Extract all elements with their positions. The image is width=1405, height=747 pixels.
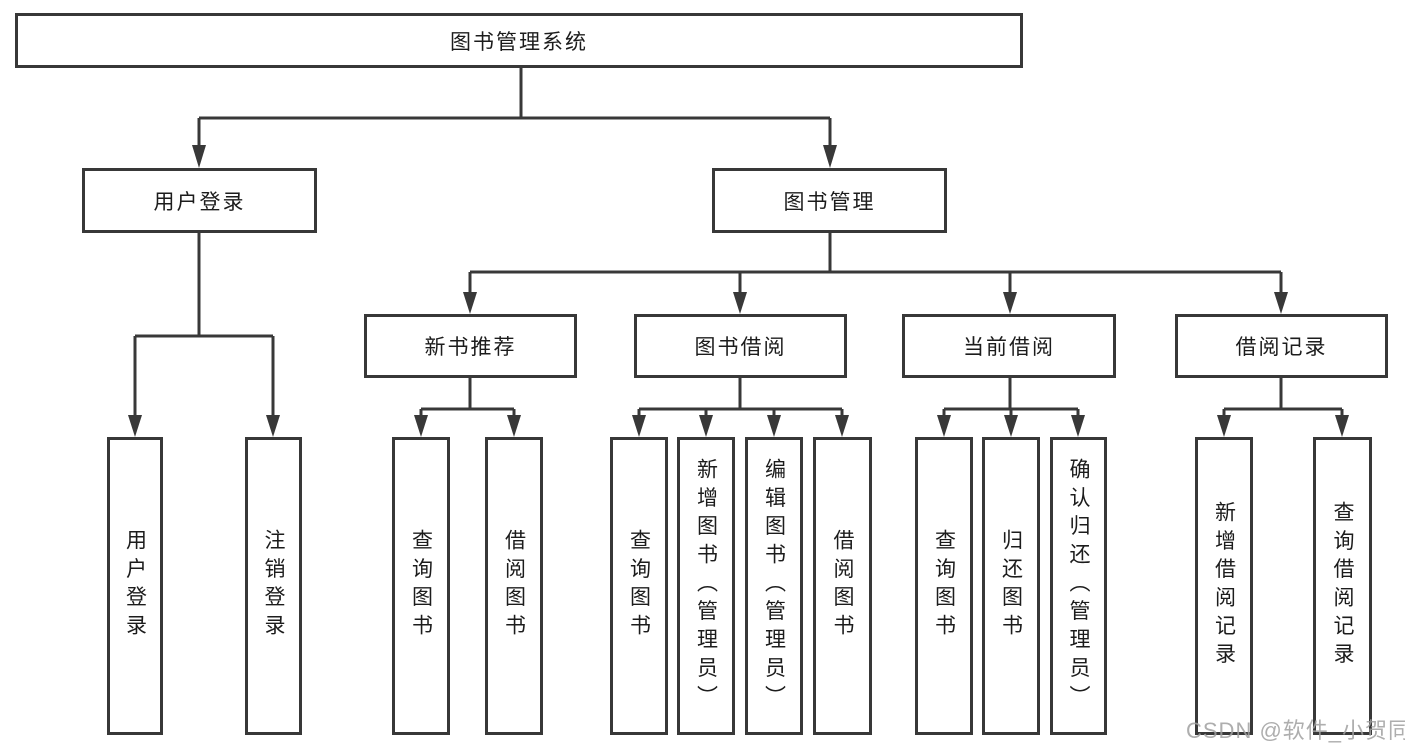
node-label: 用户登录 (153, 190, 246, 214)
node-user-login: 用户登录 (107, 437, 163, 735)
node-query-books-borrow: 查询图书 (610, 437, 668, 735)
node-label: 当前借阅 (963, 336, 1055, 359)
node-label: 新增图书（管理员） (694, 458, 718, 714)
node-confirm-return-admin: 确认归还（管理员） (1050, 437, 1107, 735)
node-label: 借阅记录 (1235, 336, 1328, 359)
node-new-book-recommend: 新书推荐 (364, 314, 577, 378)
connector-segments (133, 68, 1344, 420)
csdn-watermark: CSDN @软件_小贺同学 (1186, 718, 1405, 743)
node-query-borrow-record: 查询借阅记录 (1313, 437, 1372, 735)
node-borrow-records: 借阅记录 (1175, 314, 1388, 378)
node-label: 图书管理 (783, 190, 876, 214)
node-label: 查询图书 (932, 529, 956, 643)
node-label: 借阅图书 (831, 529, 854, 643)
node-label: 查询图书 (627, 529, 651, 643)
node-label: 图书借阅 (694, 336, 787, 359)
node-return-books: 归还图书 (982, 437, 1040, 735)
node-logout: 注销登录 (245, 437, 302, 735)
node-borrow-books-recommend: 借阅图书 (485, 437, 543, 735)
node-label: 图书管理系统 (450, 30, 588, 54)
node-library-management-system: 图书管理系统 (15, 13, 1023, 68)
node-label: 归还图书 (999, 529, 1023, 643)
arrow-heads (128, 145, 1349, 437)
node-borrow-books: 借阅图书 (813, 437, 872, 735)
node-user-login-group: 用户登录 (82, 168, 317, 233)
node-book-borrow: 图书借阅 (634, 314, 847, 378)
node-label: 查询图书 (409, 529, 433, 643)
node-book-management: 图书管理 (712, 168, 947, 233)
node-add-borrow-record: 新增借阅记录 (1195, 437, 1253, 735)
node-label: 新增借阅记录 (1212, 500, 1236, 672)
node-current-borrow: 当前借阅 (902, 314, 1116, 378)
node-label: 查询借阅记录 (1331, 500, 1354, 672)
node-query-books-recommend: 查询图书 (392, 437, 450, 735)
node-label: 确认归还（管理员） (1067, 458, 1090, 714)
node-query-books-current: 查询图书 (915, 437, 973, 735)
node-label: 借阅图书 (502, 529, 526, 643)
node-label: 编辑图书（管理员） (762, 458, 786, 714)
node-label: 用户登录 (123, 529, 147, 643)
node-label: 注销登录 (262, 529, 285, 643)
node-add-books-admin: 新增图书（管理员） (677, 437, 735, 735)
node-label: 新书推荐 (424, 336, 517, 359)
node-edit-books-admin: 编辑图书（管理员） (745, 437, 803, 735)
